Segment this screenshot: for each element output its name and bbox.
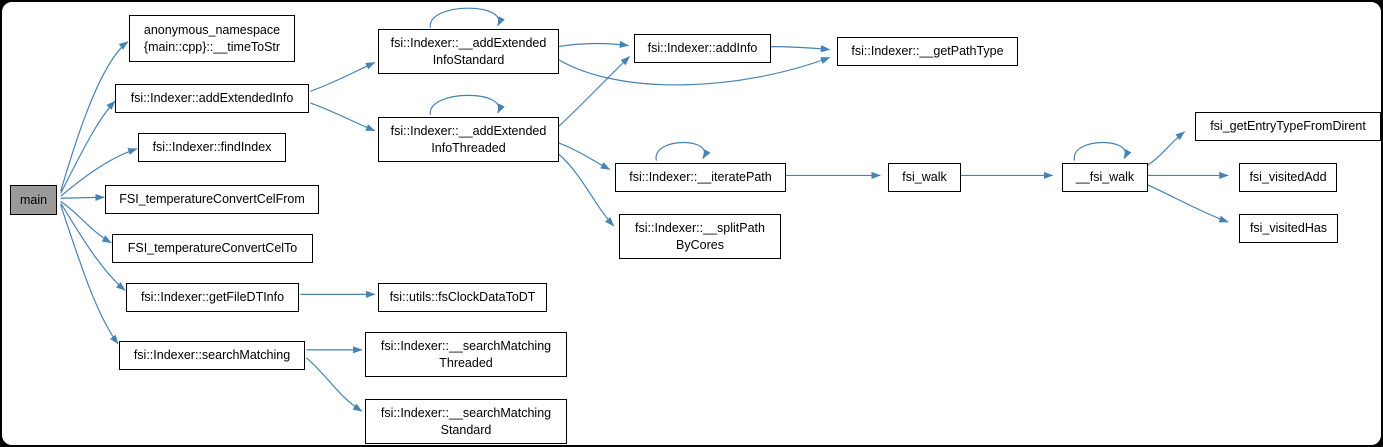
node-findIndex[interactable]: fsi::Indexer::findIndex — [138, 133, 286, 162]
node-searchMatchingThreaded[interactable]: fsi::Indexer::__searchMatching Threaded — [365, 332, 567, 377]
edge-threaded-addInfo — [557, 56, 630, 128]
edge-main-celFrom — [60, 193, 105, 202]
node-visitedHas[interactable]: fsi_visitedHas — [1239, 214, 1338, 243]
node-addExtendedInfoThreaded[interactable]: fsi::Indexer::__addExtended InfoThreaded — [378, 117, 559, 162]
edge-threaded-iteratePath — [557, 142, 611, 171]
node-addExtendedInfo[interactable]: fsi::Indexer::addExtendedInfo — [115, 84, 309, 113]
edge-main-timeToStr — [60, 41, 129, 192]
node-fsi-walk-inner[interactable]: __fsi_walk — [1062, 163, 1148, 192]
node-getEntryTypeFromDirent[interactable]: fsi_getEntryTypeFromDirent — [1195, 112, 1381, 141]
edge-main-celTo — [60, 200, 112, 244]
edge-main-addExtendedInfo — [60, 100, 116, 194]
edge-fsiwalkimpl-getEntryType — [1141, 131, 1186, 170]
node-searchMatching[interactable]: fsi::Indexer::searchMatching — [119, 341, 305, 370]
edge-threaded-splitPath — [557, 153, 615, 227]
edge-addExtendedInfo-threaded — [310, 102, 376, 132]
node-searchMatchingStandard[interactable]: fsi::Indexer::__searchMatching Standard — [365, 399, 567, 444]
edge-standard-addInfo — [558, 40, 630, 48]
node-main[interactable]: main — [10, 185, 57, 215]
edge-fsiwalkimpl-selfloop — [1073, 141, 1132, 161]
node-splitPathByCores[interactable]: fsi::Indexer::__splitPath ByCores — [619, 214, 781, 259]
edge-searchMatching-standard — [306, 357, 363, 412]
edge-standard-selfloop — [429, 7, 505, 28]
node-fsi-walk[interactable]: fsi_walk — [888, 163, 961, 192]
node-addExtendedInfoStandard[interactable]: fsi::Indexer::__addExtended InfoStandard — [378, 29, 559, 74]
edge-addExtendedInfo-standard — [310, 61, 376, 92]
edge-fsiwalkimpl-visitedHas — [1141, 181, 1229, 223]
edge-standard-getPathType — [557, 56, 831, 86]
edge-main-searchMatching — [60, 204, 119, 345]
edge-iteratePath-selfloop — [655, 141, 711, 161]
node-getFileDTInfo[interactable]: fsi::Indexer::getFileDTInfo — [126, 283, 299, 312]
edge-threaded-selfloop — [429, 94, 505, 116]
edge-main-getFileDTInfo — [60, 202, 126, 291]
node-getPathType[interactable]: fsi::Indexer::__getPathType — [837, 37, 1018, 66]
edge-main-findIndex — [60, 148, 138, 197]
node-addInfo[interactable]: fsi::Indexer::addInfo — [634, 34, 771, 63]
node-visitedAdd[interactable]: fsi_visitedAdd — [1239, 163, 1337, 192]
node-temperatureConvertCelFrom[interactable]: FSI_temperatureConvertCelFrom — [105, 185, 319, 214]
node-iteratePath[interactable]: fsi::Indexer::__iteratePath — [615, 163, 786, 192]
edge-addInfo-getPathType — [768, 45, 831, 53]
node-temperatureConvertCelTo[interactable]: FSI_temperatureConvertCelTo — [112, 234, 313, 263]
node-fsClockDataToDT[interactable]: fsi::utils::fsClockDataToDT — [378, 283, 547, 312]
node-timeToStr[interactable]: anonymous_namespace {main::cpp}::__timeT… — [129, 15, 295, 62]
